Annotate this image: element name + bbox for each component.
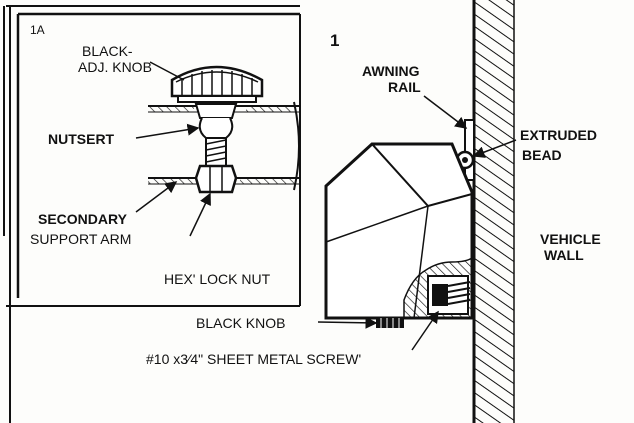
hex-lock-nut-label: HEX' LOCK NUT — [164, 271, 271, 287]
adj-knob — [170, 65, 264, 103]
inset-number: 1A — [30, 23, 45, 37]
figure-number: 1 — [330, 31, 339, 50]
nutsert-label: NUTSERT — [48, 131, 115, 147]
black-knob-label: BLACK KNOB — [196, 315, 285, 331]
secondary-support-arm-label-2: SUPPORT ARM — [30, 231, 131, 247]
black-adj-knob-label-1: BLACK- — [82, 43, 133, 59]
black-adj-knob-label-2: ADJ. KNOB — [78, 59, 152, 75]
vehicle-wall-label-1: VEHICLE — [540, 231, 601, 247]
black-knob — [376, 318, 404, 328]
main-leaders — [317, 95, 517, 351]
awning-rail-label-1: AWNING — [362, 63, 420, 79]
sheet-metal-screw-label: #10 x3⁄4" SHEET METAL SCREW' — [146, 351, 361, 367]
awning-bracket — [324, 142, 474, 320]
secondary-support-arm-label-1: SECONDARY — [38, 211, 128, 227]
extruded-bead-label-2: BEAD — [522, 147, 562, 163]
inset-leaders — [135, 61, 211, 237]
left-frame — [3, 5, 301, 423]
extruded-bead-label-1: EXTRUDED — [520, 127, 597, 143]
nutsert-bolt — [194, 103, 238, 194]
vehicle-wall-label-2: WALL — [544, 247, 584, 263]
vehicle-wall — [472, 0, 515, 423]
awning-rail-label-2: RAIL — [388, 79, 421, 95]
